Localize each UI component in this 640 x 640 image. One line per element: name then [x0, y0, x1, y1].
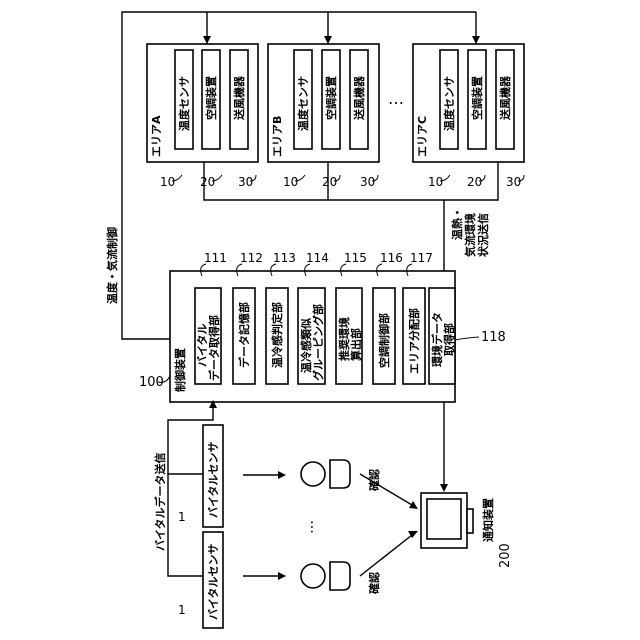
unit-label-line2: 算出部 [349, 328, 363, 362]
person-icon [301, 460, 350, 488]
ac-unit-label: 空調装置 [324, 76, 338, 120]
ac-unit-label: 空調装置 [204, 76, 218, 120]
unit-ref: 111 [204, 251, 227, 265]
unit-ref: 112 [240, 251, 263, 265]
notifier-label: 通知装置 [481, 498, 495, 542]
ref-sensor: 10 [160, 175, 175, 189]
temp-sensor-label: 温度センサ [177, 76, 191, 131]
vital-sensor-ref: 1 [178, 510, 186, 524]
notifier-device: 通知装置 200 [421, 493, 513, 568]
unit-label: エリア分配部 [407, 308, 421, 374]
unit-label: 空調制御部 [377, 313, 391, 368]
fan-label: 送風機器 [352, 75, 366, 121]
status-send-label-3: 状況送信 [476, 213, 490, 257]
ref-ac: 20 [200, 175, 215, 189]
temp-sensor-label: 温度センサ [296, 76, 310, 131]
status-send-label-2: 気流環境 [463, 213, 477, 257]
confirm-label: 確認 [367, 572, 381, 594]
unit-ref: 115 [344, 251, 367, 265]
area-a: エリアA 温度センサ 空調装置 送風機器 10 20 30 [147, 44, 258, 189]
unit-ref: 117 [410, 251, 433, 265]
area-label: エリアC [416, 116, 429, 157]
unit-label-line1: 温冷感類似 [299, 318, 313, 373]
area-b: エリアB 温度センサ 空調装置 送風機器 10 20 30 [268, 44, 379, 189]
sensor-person-arrows [243, 471, 286, 580]
unit-ref: 114 [306, 251, 329, 265]
fan-label: 送風機器 [498, 75, 512, 121]
ref-fan: 30 [506, 175, 521, 189]
vital-sensor-2: バイタルセンサ 1 [178, 532, 223, 628]
ref-sensor: 10 [428, 175, 443, 189]
fan-label: 送風機器 [232, 75, 246, 121]
ref-ac: 20 [467, 175, 482, 189]
vital-send-label: バイタルデータ送信 [153, 452, 167, 551]
temp-airflow-control-label: 温度・気流制御 [105, 227, 119, 304]
unit-label-line2: データ取得部 [207, 315, 221, 381]
areas-ellipsis: … [388, 89, 404, 108]
notifier-ref: 200 [498, 543, 513, 568]
area-label: エリアA [150, 115, 163, 157]
controller: 制御装置 100 バイタル データ取得部 データ記憶部 温冷感判定部 温冷感類似… [139, 251, 506, 402]
unit-ref: 113 [273, 251, 296, 265]
unit-label: 温冷感判定部 [270, 302, 284, 368]
unit-label-line1: 環境データ [430, 312, 444, 367]
controller-title: 制御装置 [173, 348, 187, 392]
ref-fan: 30 [238, 175, 253, 189]
unit-label-line1: 推奨環境 [337, 317, 351, 361]
ref-ac: 20 [322, 175, 337, 189]
vital-sensor-label: バイタルセンサ [207, 441, 220, 518]
unit-ref: 118 [481, 330, 506, 345]
area-c: エリアC 温度センサ 空調装置 送風機器 10 20 30 [413, 44, 524, 189]
vital-sensor-label: バイタルセンサ [207, 543, 220, 620]
status-send-label-1: 温熱・ [450, 207, 464, 240]
ref-sensor: 10 [283, 175, 298, 189]
ref-fan: 30 [360, 175, 375, 189]
unit-label-line2: グルーピング部 [311, 304, 325, 381]
people-ellipsis: … [307, 520, 323, 534]
monitor-screen [427, 499, 461, 539]
unit-label-line2: 取得部 [442, 323, 456, 356]
person-icon [301, 562, 350, 590]
unit-ref: 116 [380, 251, 403, 265]
vital-sensor-1: バイタルセンサ 1 [178, 425, 223, 527]
area-label: エリアB [271, 116, 284, 157]
ac-unit-label: 空調装置 [470, 76, 484, 120]
monitor-stand [467, 509, 473, 533]
vital-sensor-ref: 1 [178, 603, 186, 617]
controller-notifier-arrow [440, 402, 448, 492]
unit-label: データ記憶部 [237, 302, 251, 368]
temp-sensor-label: 温度センサ [442, 76, 456, 131]
